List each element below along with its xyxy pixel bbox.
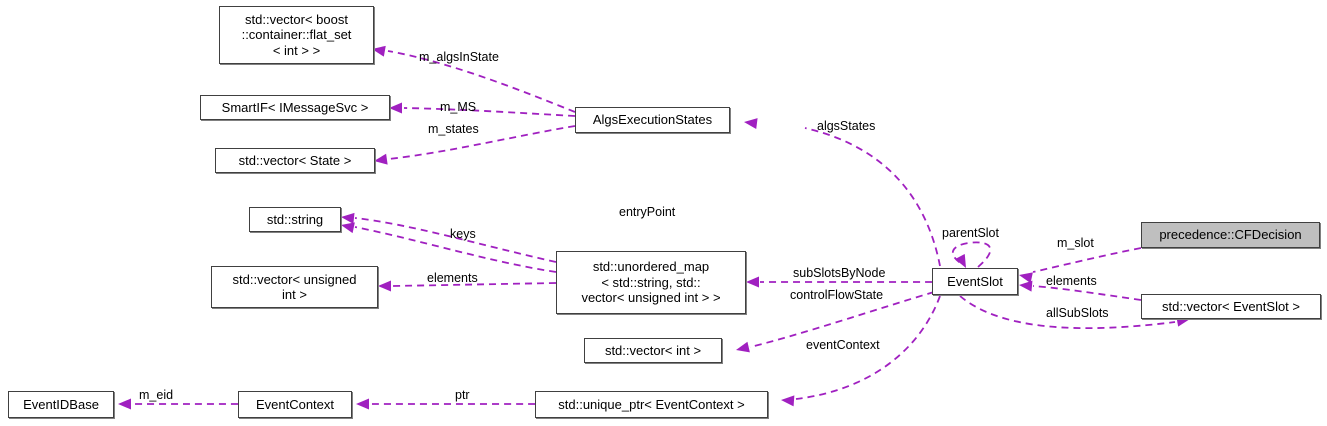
node-vector_state[interactable]: std::vector< State >: [215, 148, 375, 173]
arrowhead: [356, 398, 369, 410]
arrowhead: [378, 280, 391, 292]
node-event_id_base[interactable]: EventIDBase: [8, 391, 114, 418]
arrowhead: [1019, 272, 1033, 284]
edge-label-m_algsInState: m_algsInState: [419, 50, 499, 64]
edge-label-algsStates: algsStates: [817, 119, 876, 133]
node-vector_unsigned_int[interactable]: std::vector< unsigned int >: [211, 266, 378, 308]
arrowhead: [341, 212, 355, 224]
edge-algsStates: [744, 118, 941, 267]
edge-entryPoint: [341, 212, 557, 263]
node-std_string[interactable]: std::string: [249, 207, 341, 232]
node-vector_flat_set[interactable]: std::vector< boost ::container::flat_set…: [219, 6, 374, 64]
edge-parentSlot: [952, 241, 992, 268]
node-event_context[interactable]: EventContext: [238, 391, 352, 418]
edge-label-m_slot: m_slot: [1057, 236, 1094, 250]
node-cf_decision[interactable]: precedence::CFDecision: [1141, 222, 1320, 248]
node-unordered_map[interactable]: std::unordered_map < std::string, std:: …: [556, 251, 746, 314]
edge-label-m_eid: m_eid: [139, 388, 174, 402]
edge-label-eventContext: eventContext: [806, 338, 880, 352]
node-algs_execution_states[interactable]: AlgsExecutionStates: [575, 107, 730, 133]
arrowhead: [744, 118, 758, 130]
edge-label-keys: keys: [450, 227, 476, 241]
arrowhead: [341, 222, 355, 234]
edge-ptr: [356, 398, 536, 410]
edge-m_MS: [389, 102, 576, 117]
edge-label-ptr: ptr: [455, 388, 470, 402]
edge-label-subSlotsByNode: subSlotsByNode: [793, 266, 886, 280]
edge-label-parentSlot: parentSlot: [942, 226, 999, 240]
arrowhead: [781, 395, 795, 407]
node-unique_ptr_event_context[interactable]: std::unique_ptr< EventContext >: [535, 391, 768, 418]
edge-label-elements_slot: elements: [1046, 274, 1097, 288]
edge-label-m_states: m_states: [428, 122, 479, 136]
edge-m_eid: [118, 398, 239, 410]
edge-label-m_MS: m_MS: [440, 100, 477, 114]
arrowhead: [118, 398, 131, 410]
node-vector_event_slot[interactable]: std::vector< EventSlot >: [1141, 294, 1321, 319]
edge-label-controlFlowState: controlFlowState: [790, 288, 884, 302]
node-vector_int[interactable]: std::vector< int >: [584, 338, 722, 363]
arrowhead: [1019, 280, 1033, 292]
edge-label-elements_map: elements: [427, 271, 478, 285]
arrowhead: [746, 276, 759, 288]
arrowhead: [389, 102, 402, 114]
edge-label-allSubSlots: allSubSlots: [1046, 306, 1109, 320]
node-smartif_imessagesvc[interactable]: SmartIF< IMessageSvc >: [200, 95, 390, 120]
edge-label-entryPoint: entryPoint: [619, 205, 676, 219]
arrowhead: [736, 341, 750, 353]
arrowhead: [374, 153, 388, 165]
edge-keys: [341, 222, 557, 273]
node-event_slot[interactable]: EventSlot: [932, 268, 1018, 295]
